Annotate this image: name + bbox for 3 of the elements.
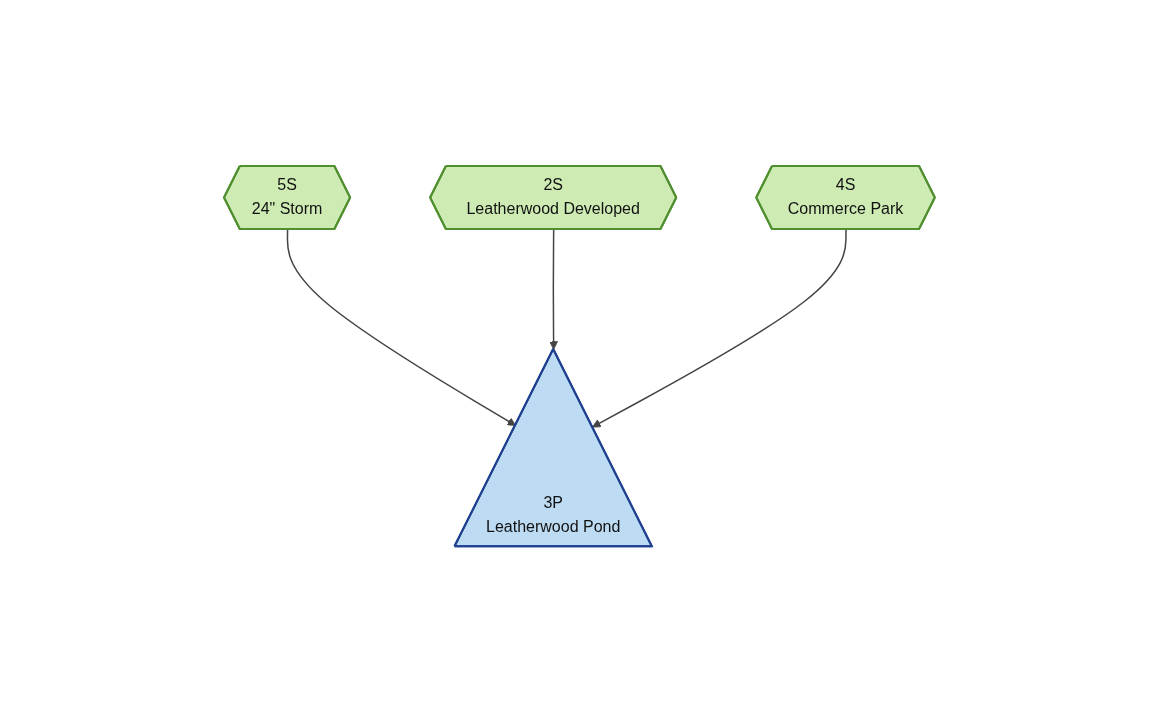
arrow xyxy=(592,228,847,428)
arrow xyxy=(286,228,517,426)
arrow xyxy=(549,228,559,350)
